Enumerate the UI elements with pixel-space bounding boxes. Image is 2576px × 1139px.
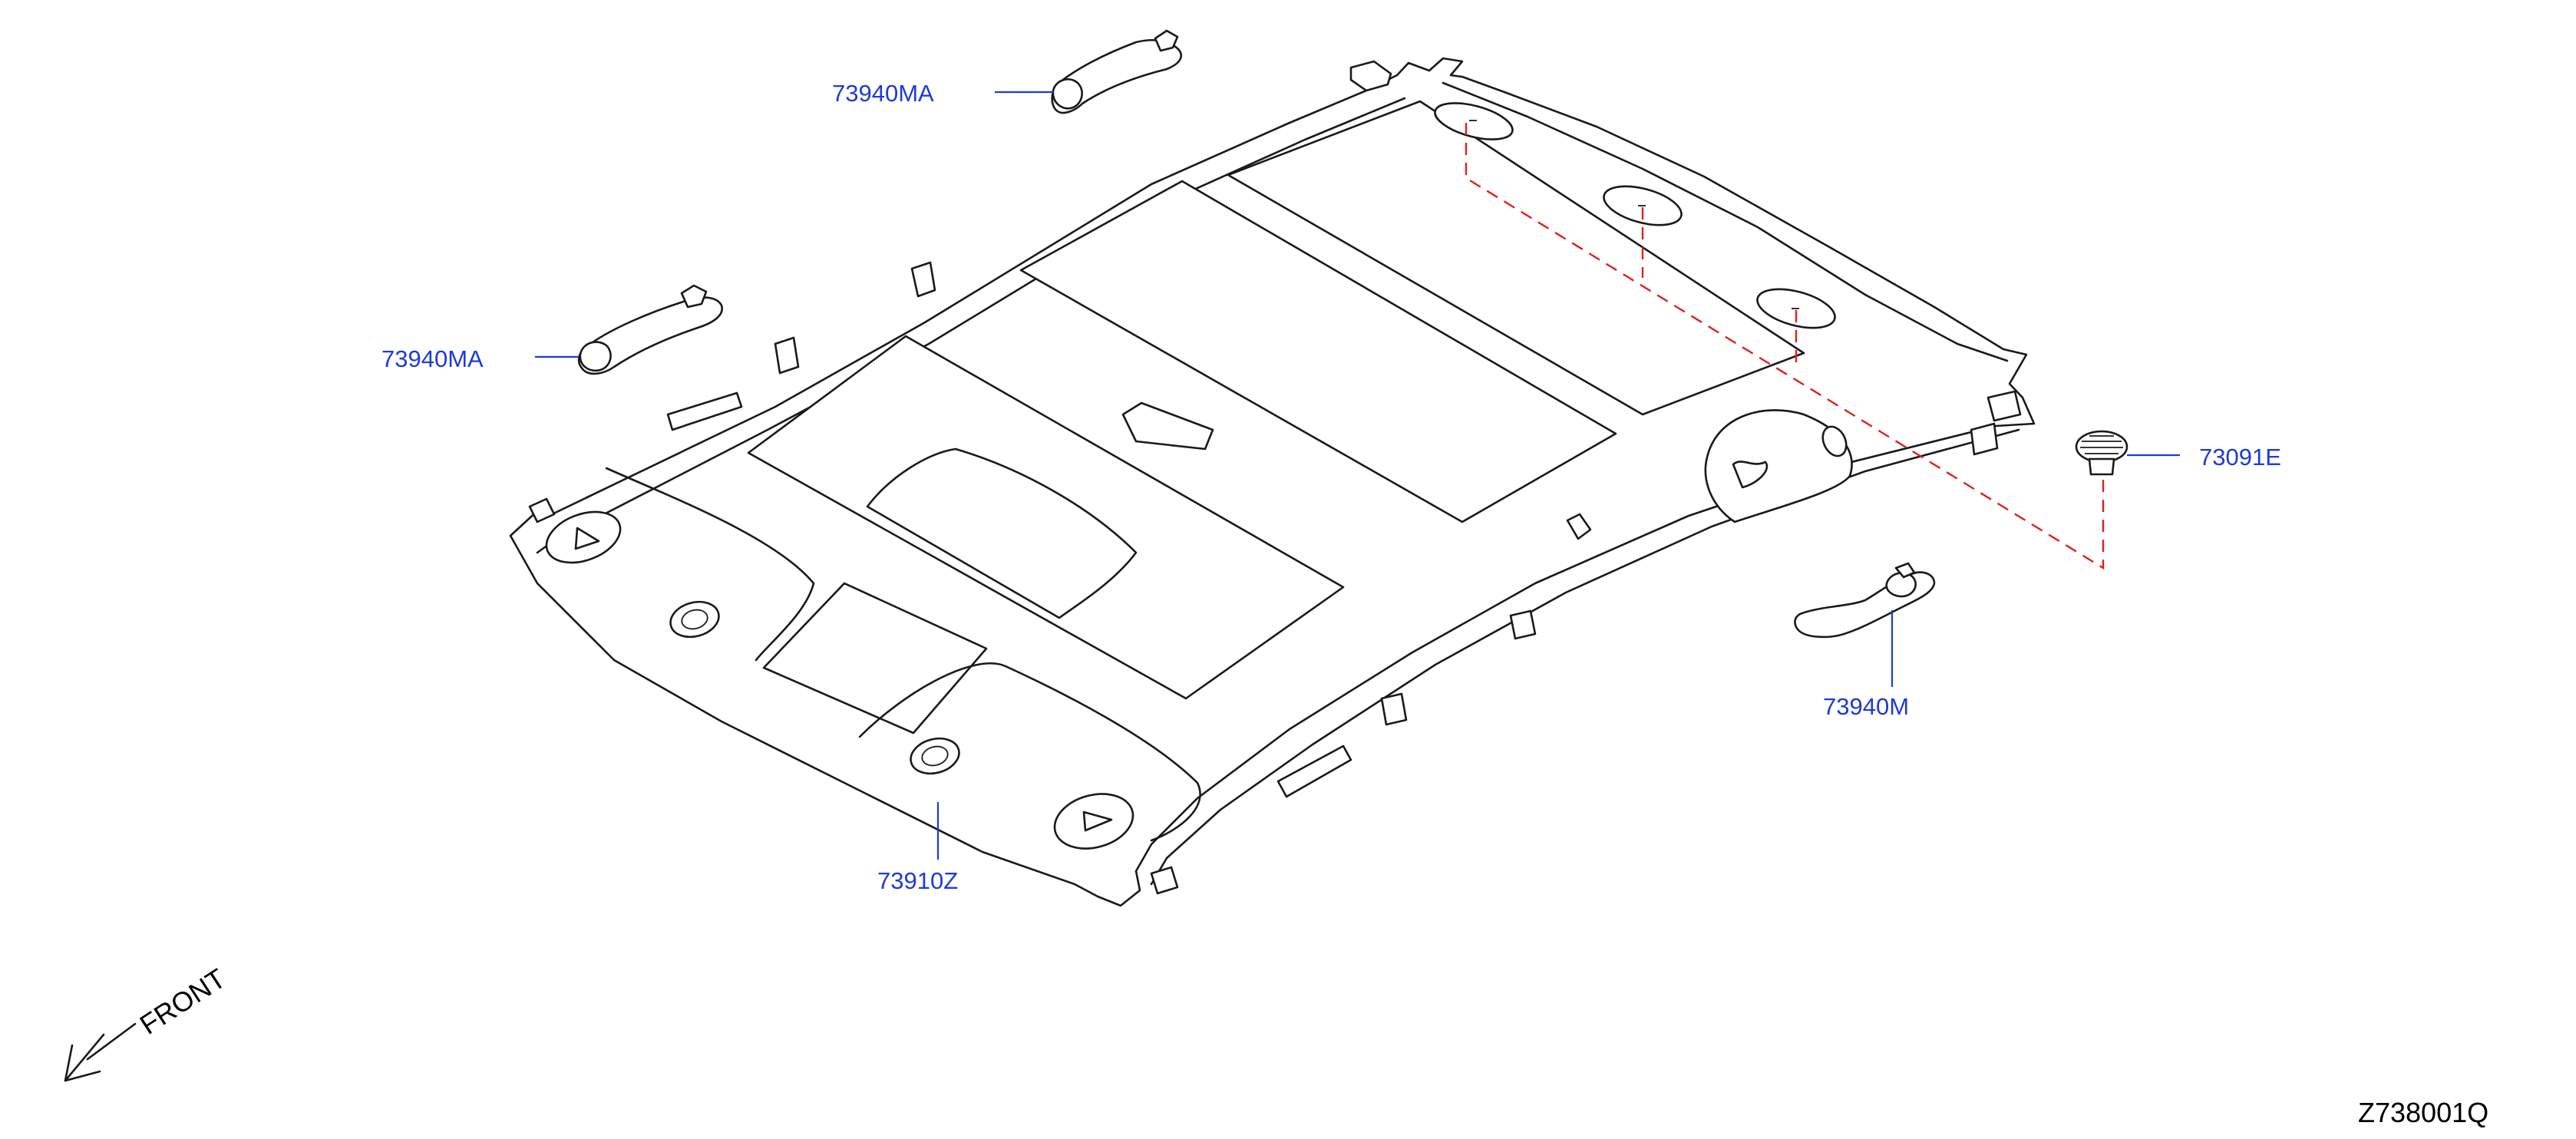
part-number-clip: 73091E	[2199, 444, 2281, 470]
assist-grip-right	[1794, 562, 1936, 639]
clip-install-path	[1465, 123, 2105, 570]
assist-grip-rear-left	[577, 284, 723, 375]
part-number-assist-grip-front: 73940MA	[832, 80, 934, 107]
headlining-panel	[509, 57, 2036, 907]
document-id: Z738001Q	[2358, 1097, 2489, 1128]
front-direction-arrow-icon	[64, 1022, 137, 1082]
part-number-assist-grip-right: 73940M	[1823, 693, 1910, 720]
headlining-clip	[2075, 430, 2129, 476]
callout-leaders	[535, 91, 2180, 860]
assist-grip-front-left	[1051, 29, 1182, 114]
part-number-headlining: 73910Z	[877, 867, 959, 894]
part-number-assist-grip-rear: 73940MA	[381, 345, 484, 372]
